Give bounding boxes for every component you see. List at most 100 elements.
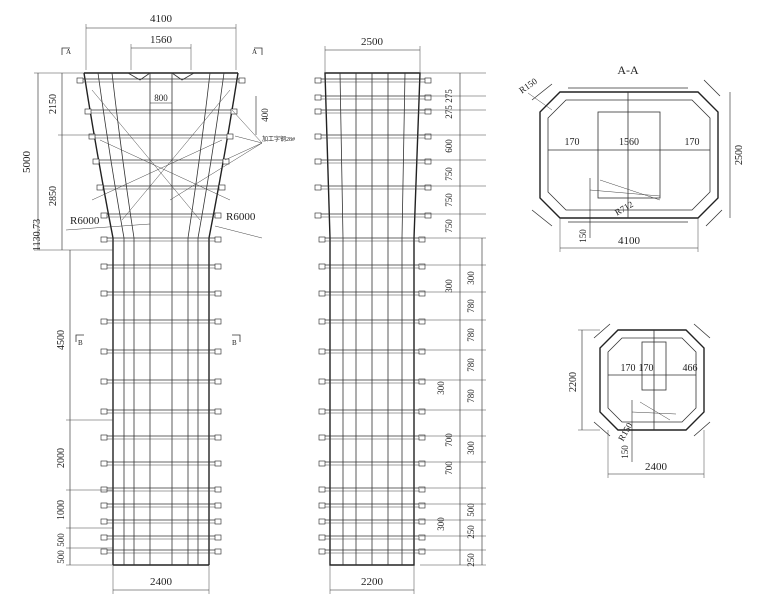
bolt [318, 548, 326, 555]
aa-inner [547, 99, 711, 211]
bolt [418, 548, 426, 555]
e2-dim-label: 300 [466, 271, 476, 285]
section-aa: A-A R150 170 1560 170 R712 2500 4100 150 [517, 63, 745, 252]
bolt [418, 434, 426, 441]
bb-diag [631, 401, 677, 421]
bolt [214, 548, 222, 555]
bolt [318, 486, 326, 493]
elevation-1: 4100 1560 A A 5000 2 [21, 13, 295, 594]
bolt [100, 408, 108, 415]
bolt [100, 486, 108, 493]
aa-left: 170 [565, 137, 580, 148]
dim-800: 800 [154, 93, 168, 103]
bolt [418, 518, 426, 525]
section-mark-b-right [232, 334, 241, 342]
bolt [76, 77, 84, 84]
dim-e2-bottom: 2200 [361, 576, 384, 588]
e2-dim-label: 700 [444, 433, 454, 447]
bolt [214, 290, 222, 297]
bb-inner [607, 337, 697, 423]
e2-dim-label: 300 [436, 381, 446, 395]
bolt [318, 434, 326, 441]
bolt [230, 108, 238, 115]
bb-width: 2400 [645, 461, 668, 473]
aa-flanges [568, 87, 688, 223]
bolt [100, 534, 108, 541]
bb-offset: 150 [620, 445, 630, 459]
dim-transition: 1130.73 [32, 219, 43, 251]
note-label: 加工字钢28# [262, 135, 295, 143]
bolt [222, 158, 230, 165]
e2-dim-label: 250 [466, 525, 476, 539]
section-b-left: B [78, 339, 83, 347]
section-a-right: A [252, 48, 257, 56]
bolt [100, 263, 108, 270]
e2-dim-label: 300 [436, 517, 446, 531]
bolt [418, 318, 426, 325]
bolt [100, 236, 108, 243]
bolt [418, 290, 426, 297]
radius-leader-right [214, 225, 263, 239]
bolt [314, 212, 322, 219]
e2-dim-label: 275 [444, 105, 454, 119]
bolt [214, 486, 222, 493]
bolt [318, 534, 326, 541]
e2-right-dims: 2752756007507507503003007807807803007807… [420, 72, 486, 567]
aa-offset: 150 [578, 229, 588, 243]
bolt [84, 108, 92, 115]
dim-400: 400 [260, 108, 270, 122]
e2-dim-label: 780 [466, 299, 476, 313]
e2-dim-label: 300 [466, 441, 476, 455]
bolt [418, 502, 426, 509]
bolt [314, 158, 322, 165]
e2-dim-label: 700 [444, 461, 454, 475]
dim-e2-top: 2500 [361, 36, 384, 48]
bb-corner-braces [593, 323, 711, 437]
bolt [100, 460, 108, 467]
bolt [214, 534, 222, 541]
bb-height: 2200 [568, 372, 579, 392]
dim-h5: 500 [56, 550, 66, 564]
e2-dim-label: 780 [466, 389, 476, 403]
bolt [214, 318, 222, 325]
inner-left-2 [111, 72, 135, 565]
inner-right-2 [187, 72, 211, 565]
bolt [418, 486, 426, 493]
aa-web [597, 111, 661, 199]
bolt [214, 408, 222, 415]
bolt [318, 290, 326, 297]
section-aa-title: A-A [617, 63, 639, 77]
section-a-left: A [66, 48, 71, 56]
bolt [100, 378, 108, 385]
bolt [424, 108, 432, 115]
aa-diag [589, 179, 661, 201]
bb-mid: 170 [639, 363, 654, 374]
elevation-2: 2500 2200 275275600750750750300300780780… [314, 36, 486, 594]
bolt [418, 534, 426, 541]
bolt [418, 378, 426, 385]
bb-left: 170 [621, 363, 636, 374]
aa-width: 4100 [618, 235, 641, 247]
bolt [88, 133, 96, 140]
bolt [424, 77, 432, 84]
radius-right: R6000 [226, 211, 256, 223]
bolt [424, 212, 432, 219]
bolt [418, 348, 426, 355]
bolt [318, 460, 326, 467]
bolt [418, 236, 426, 243]
bolt [318, 348, 326, 355]
aa-mid: 1560 [619, 137, 639, 148]
bolt [318, 318, 326, 325]
bolt [424, 94, 432, 101]
bolt [314, 94, 322, 101]
section-bb: 170 170 466 R150 2200 2400 150 [568, 323, 711, 478]
section-b-right: B [232, 339, 237, 347]
bolt [318, 236, 326, 243]
bolt [100, 318, 108, 325]
bolt [96, 184, 104, 191]
bb-right: 466 [683, 363, 698, 374]
bolt [100, 548, 108, 555]
dim-total-height: 5000 [21, 151, 33, 174]
bolt [214, 212, 222, 219]
